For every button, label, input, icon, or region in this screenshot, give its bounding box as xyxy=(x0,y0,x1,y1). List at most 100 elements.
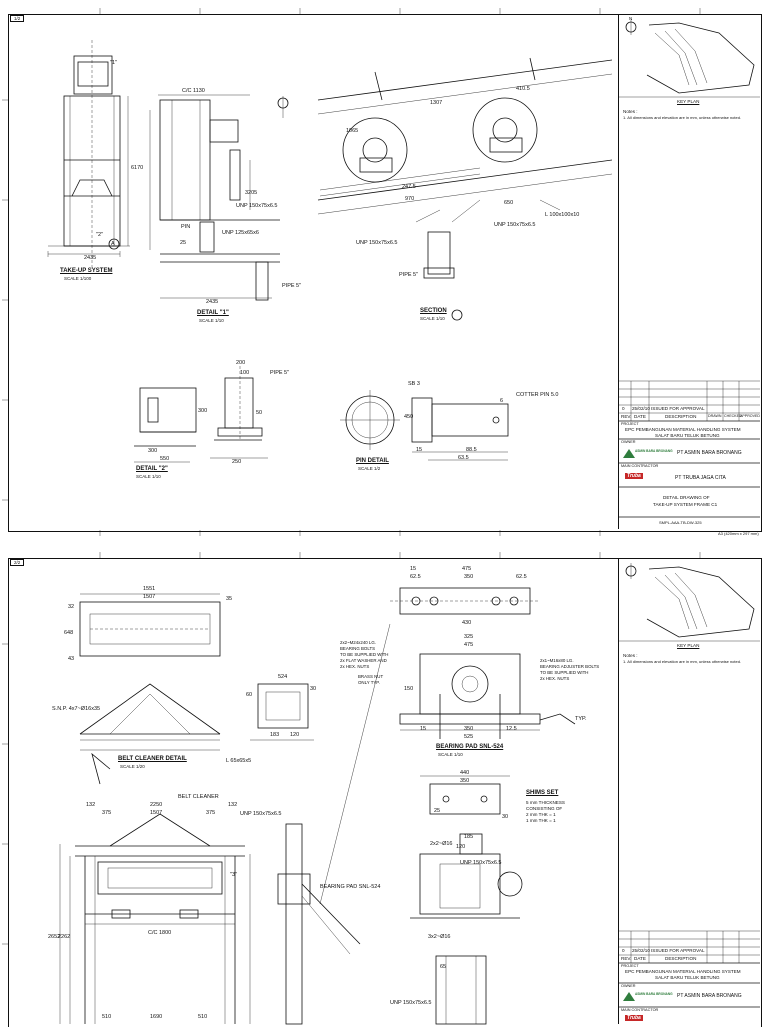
dim-510-a: 510 xyxy=(102,1014,112,1020)
dim-550: 550 xyxy=(160,456,170,462)
detail-1-scale: SCALE 1/10 xyxy=(199,318,224,323)
dim-6170: 6170 xyxy=(131,165,144,171)
dim-15-a: 15 xyxy=(410,566,417,572)
label-cotter-pin: COTTER PIN 5.0 xyxy=(516,392,559,398)
detail-1-view xyxy=(149,94,289,301)
callout-1: "1" xyxy=(110,60,117,66)
main-frame-side-view xyxy=(91,623,391,1025)
sheet-1-drawing-title-2: TAKE-UP SYSTEM FRAME C1 xyxy=(653,502,718,507)
sheet-1-drawing-number: SMPL-AAA-TB-DW-325 xyxy=(659,520,702,525)
sheet-1-drawing-title-1: DETAIL DRAWING OF xyxy=(663,495,710,500)
dim-88-5: 88.5 xyxy=(466,447,477,453)
bearing-note-10: TO BE SUPPLIED WITH xyxy=(540,670,589,675)
bearing-note-1: 2x2~M24x240 LG. xyxy=(340,640,377,645)
label-unp-frame-a: UNP 150x75x6.5 xyxy=(240,811,282,817)
label-pin: PIN xyxy=(181,224,191,230)
dim-32: 32 xyxy=(68,604,75,610)
sheet-1-owner-logo xyxy=(623,449,635,458)
label-pipe-b: PIPE 5" xyxy=(399,272,419,278)
bearing-note-9: BEARING ADJUSTER BOLTS xyxy=(540,664,600,669)
label-pipe-c: PIPE 5" xyxy=(270,370,290,376)
sheet-2-owner-logo xyxy=(623,992,635,1001)
label-typ: TYP. xyxy=(575,716,587,722)
dim-cc-1130: C/C 1130 xyxy=(182,88,205,94)
label-unp-125: UNP 125x65x6 xyxy=(222,230,259,236)
dim-3205: 3205 xyxy=(245,190,258,196)
detail-2-view xyxy=(134,366,268,463)
drawing-sheet-2: 2/2 xyxy=(0,544,768,1027)
dim-65: 65 xyxy=(440,964,447,970)
sheet-1-reference: 1/2 xyxy=(10,15,25,22)
label-sb3: SB 3 xyxy=(408,381,420,387)
dim-375-a: 375 xyxy=(102,810,112,816)
sheet-1-compass-label: N xyxy=(629,16,633,21)
label-unp-bottom: UNP 150x75x6.5 xyxy=(390,1000,432,1006)
section-a-view xyxy=(317,57,613,321)
dim-970: 970 xyxy=(405,196,415,202)
sheet-1-border xyxy=(8,14,762,532)
dim-132-a: 132 xyxy=(86,802,96,808)
dim-35-a: 35 xyxy=(226,596,233,602)
label-bolts-3x2: 3x2~Ø16 xyxy=(428,934,451,940)
dim-300-a: 300 xyxy=(148,448,158,454)
dim-650: 650 xyxy=(504,200,514,206)
label-bolts-2x2: 2x2~Ø16 xyxy=(430,841,453,847)
dim-1307: 1307 xyxy=(430,100,443,106)
detail-1-title: DETAIL "1" xyxy=(197,310,229,316)
dim-15: 15 xyxy=(416,447,423,453)
dim-60: 60 xyxy=(246,692,253,698)
pin-detail-scale: SCALE 1/2 xyxy=(358,466,381,471)
dim-1551: 1551 xyxy=(143,586,156,592)
dim-525: 525 xyxy=(464,734,474,740)
dim-62-5-a: 62.5 xyxy=(410,574,421,580)
sheet-1-rev-description: ISSUED FOR APPROVAL xyxy=(651,406,705,411)
dim-2250: 2250 xyxy=(150,802,163,808)
sheet-2-project-name-1: EPC PEMBANGUNAN MATERIAL HANDLING SYSTEM xyxy=(625,969,741,974)
sheet-1-title-block: N KEY PLAN Notes : 1. All dimensions and… xyxy=(618,15,760,529)
takeup-system-title: TAKE-UP SYSTEM xyxy=(60,268,113,274)
dim-200: 200 xyxy=(236,360,246,366)
dim-475-b: 475 xyxy=(464,642,474,648)
shims-note-1: 5 mm THICKNESS xyxy=(526,800,565,805)
drawing-sheet-1: 1/2 xyxy=(2,8,762,536)
dim-120-a: 120 xyxy=(290,732,300,738)
dim-6: 6 xyxy=(500,398,504,404)
dim-15-b: 15 xyxy=(420,726,427,732)
dim-1507-a: 1507 xyxy=(143,594,156,600)
dim-25-b: 25 xyxy=(434,808,441,814)
sheet-1-drawing-linework xyxy=(2,8,701,536)
bearing-note-8: 2x1~M16x80 LG. xyxy=(540,658,574,663)
dim-50: 50 xyxy=(256,410,263,416)
sheet-1-rev-date: 25/02/10 xyxy=(632,406,650,411)
shims-set-view xyxy=(420,775,510,815)
label-unp-150-a: UNP 150x75x6.5 xyxy=(236,203,278,209)
dim-150: 150 xyxy=(404,686,414,692)
sheet-2-project-label: PROJECT xyxy=(621,964,639,968)
sheet-1-rev-header-description: DESCRIPTION xyxy=(665,414,697,419)
dim-2435-a: 2435 xyxy=(84,255,97,261)
shims-note-3: 2 mm THK = 1 xyxy=(526,812,556,817)
callout-3: "3" xyxy=(230,872,237,878)
shims-note-4: 1 mm THK = 1 xyxy=(526,818,556,823)
dim-250: 250 xyxy=(232,459,242,465)
dim-475-a: 475 xyxy=(462,566,472,572)
bearing-note-2: BEARING BOLTS xyxy=(340,646,376,651)
sheet-2-key-plan-graphic xyxy=(619,563,760,1008)
dim-300-b: 300 xyxy=(198,408,208,414)
sheet-2-rev-number: 0 xyxy=(622,948,625,953)
dim-120-b: 120 xyxy=(456,844,466,850)
sheet-2-notes-label: Notes : xyxy=(623,653,638,658)
shims-set-title: SHIMS SET xyxy=(526,790,559,796)
bearing-note-4: 2x FLAT WASHER AND xyxy=(340,658,387,663)
sheet-1-contractor-name: PT TRUBA JAGA CITA xyxy=(675,475,726,481)
dim-325: 325 xyxy=(464,634,474,640)
main-frame-elevation-view xyxy=(59,813,245,1024)
sheet-1-rev-header-approved: APPROVED xyxy=(740,414,760,418)
label-unp-150-b: UNP 150x75x6.5 xyxy=(356,240,398,246)
dim-2652: 2652 xyxy=(48,934,61,940)
sheet-2-rev-header-rev: REV. xyxy=(621,956,632,961)
dim-cc-1800: C/C 1800 xyxy=(148,930,172,936)
dim-350-a: 350 xyxy=(464,574,474,580)
belt-cleaner-plan-view xyxy=(79,593,221,657)
dim-430: 430 xyxy=(462,620,472,626)
